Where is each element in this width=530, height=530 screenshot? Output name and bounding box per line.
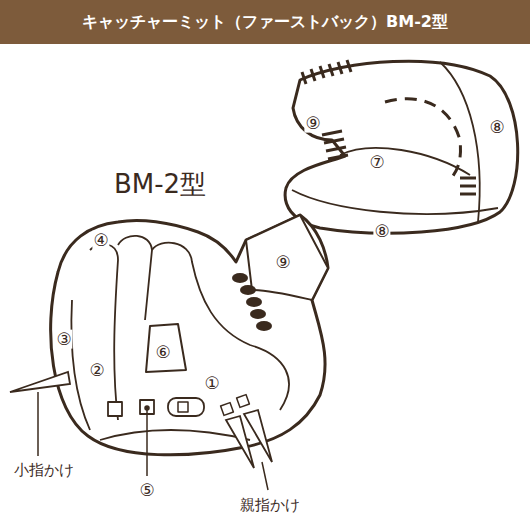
callout-number: ⑧	[488, 118, 505, 137]
part-label: 小指かけ	[14, 462, 74, 479]
mitt-front	[51, 215, 328, 455]
callout-number: ⑨	[274, 253, 291, 272]
finger-hooks	[10, 372, 272, 468]
callout-number: ⑦	[368, 153, 385, 172]
callout-number: ⑤	[138, 481, 155, 500]
header-band	[0, 0, 530, 44]
callout-number: ③	[55, 330, 72, 349]
callout-number: ⑧	[373, 222, 390, 241]
callout-number: ①	[203, 374, 220, 393]
web-lacing	[232, 273, 272, 331]
callout-number: ②	[88, 361, 105, 380]
callout-number: ④	[92, 231, 109, 250]
callout-number: ⑥	[154, 343, 171, 362]
part-label: 親指かけ	[240, 497, 300, 514]
header-title: キャッチャーミット（ファーストバック）BM-2型	[0, 0, 530, 44]
mitt-back	[285, 61, 518, 233]
model-name: BM-2型	[114, 170, 206, 199]
back-lacing	[302, 60, 476, 194]
callout-number: ⑨	[304, 114, 321, 133]
